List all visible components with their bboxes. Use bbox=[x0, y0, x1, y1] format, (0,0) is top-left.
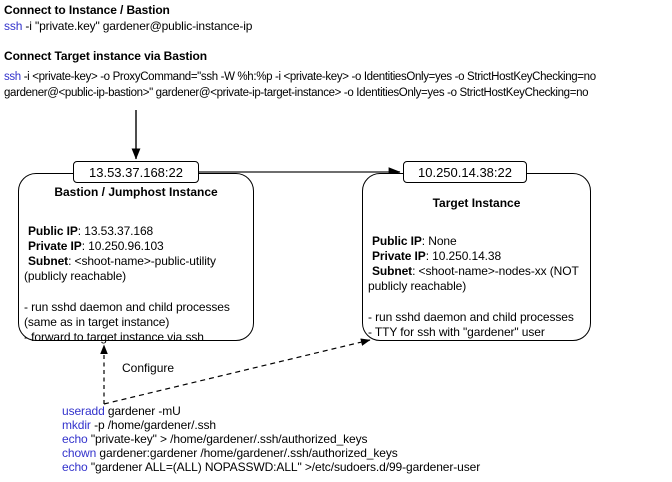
script-keyword: echo bbox=[62, 460, 88, 474]
bastion-subnet-value: : <shoot-name>-public-utility bbox=[68, 254, 216, 268]
bastion-public-ip-label: Public IP bbox=[28, 224, 78, 238]
script-line: echo "gardener ALL=(ALL) NOPASSWD:ALL" >… bbox=[62, 460, 480, 474]
bastion-bullet-forward: - forward to target instance via ssh bbox=[24, 330, 204, 344]
script-line: chown gardener:gardener /home/gardener/.… bbox=[62, 446, 480, 460]
ssh-command-target-args-1: -i <private-key> -o ProxyCommand="ssh -W… bbox=[20, 71, 596, 83]
script-args: gardener -mU bbox=[104, 404, 181, 418]
section-title-connect-target: Connect Target instance via Bastion bbox=[4, 49, 207, 63]
bastion-instance-box: Bastion / Jumphost Instance Public IP: 1… bbox=[18, 173, 254, 344]
target-private-ip-value: : 10.250.14.38 bbox=[425, 249, 502, 263]
bastion-title: Bastion / Jumphost Instance bbox=[54, 185, 218, 199]
bastion-public-ip-value: : 13.53.37.168 bbox=[77, 224, 154, 238]
script-line: echo "private-key" > /home/gardener/.ssh… bbox=[62, 432, 480, 446]
target-instance-box: Target Instance Public IP: None Private … bbox=[362, 173, 591, 341]
section-title-connect-instance: Connect to Instance / Bastion bbox=[4, 3, 170, 17]
bastion-subnet-label: Subnet bbox=[28, 254, 69, 268]
target-title: Target Instance bbox=[432, 196, 521, 210]
provisioning-script-block: useradd gardener -mU mkdir -p /home/gard… bbox=[62, 404, 480, 474]
bastion-endpoint-box: 13.53.37.168:22 bbox=[73, 161, 199, 183]
bastion-subnet: Subnet: <shoot-name>-public-utility bbox=[28, 254, 253, 268]
script-args: -p /home/gardener/.ssh bbox=[90, 418, 216, 432]
bastion-bullet-sshd: - run sshd daemon and child processes bbox=[24, 300, 230, 314]
target-public-ip-value: : None bbox=[421, 234, 457, 248]
target-bullet-sshd: - run sshd daemon and child processes bbox=[368, 310, 574, 324]
target-public-ip: Public IP: None bbox=[372, 234, 590, 248]
target-bullet-tty: - TTY for ssh with "gardener" user bbox=[368, 325, 545, 339]
target-private-ip: Private IP: 10.250.14.38 bbox=[372, 249, 590, 263]
ssh-command-bastion: ssh -i "private.key" gardener@public-ins… bbox=[4, 19, 252, 33]
target-endpoint-box: 10.250.14.38:22 bbox=[403, 161, 527, 183]
target-subnet-note: publicly reachable) bbox=[368, 279, 467, 293]
target-subnet-value: : <shoot-name>-nodes-xx (NOT bbox=[412, 264, 579, 278]
ssh-command-bastion-args: -i "private.key" gardener@public-instanc… bbox=[22, 19, 253, 33]
bastion-private-ip-value: : 10.250.96.103 bbox=[81, 239, 164, 253]
bastion-public-ip: Public IP: 13.53.37.168 bbox=[28, 224, 253, 238]
ssh-keyword: ssh bbox=[4, 19, 23, 33]
script-keyword: echo bbox=[62, 432, 88, 446]
target-public-ip-label: Public IP bbox=[372, 234, 422, 248]
script-args: gardener:gardener /home/gardener/.ssh/au… bbox=[96, 446, 398, 460]
ssh-command-target-line1: ssh -i <private-key> -o ProxyCommand="ss… bbox=[4, 71, 596, 83]
script-keyword: useradd bbox=[62, 404, 105, 418]
script-args: "private-key" > /home/gardener/.ssh/auth… bbox=[87, 432, 368, 446]
target-private-ip-label: Private IP bbox=[372, 249, 426, 263]
ssh-command-target-line2: gardener@<public-ip-bastion>" gardener@<… bbox=[4, 87, 589, 99]
ssh-keyword-2: ssh bbox=[4, 71, 21, 83]
script-line: mkdir -p /home/gardener/.ssh bbox=[62, 418, 480, 432]
bastion-private-ip: Private IP: 10.250.96.103 bbox=[28, 239, 253, 253]
bastion-bullet-sshd-note: (same as in target instance) bbox=[24, 315, 170, 329]
script-line: useradd gardener -mU bbox=[62, 404, 480, 418]
configure-label: Configure bbox=[122, 361, 175, 375]
bastion-private-ip-label: Private IP bbox=[28, 239, 82, 253]
script-keyword: chown bbox=[62, 446, 97, 460]
script-args: "gardener ALL=(ALL) NOPASSWD:ALL" >/etc/… bbox=[87, 460, 481, 474]
bastion-subnet-note: (publicly reachable) bbox=[24, 269, 127, 283]
target-subnet: Subnet: <shoot-name>-nodes-xx (NOT bbox=[372, 264, 590, 278]
target-subnet-label: Subnet bbox=[372, 264, 413, 278]
script-keyword: mkdir bbox=[62, 418, 91, 432]
